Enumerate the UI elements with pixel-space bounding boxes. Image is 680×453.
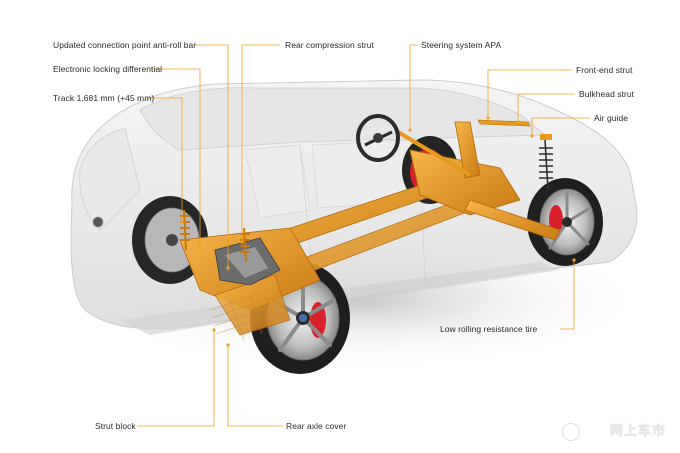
front-strut-top [540, 134, 552, 140]
label-rear-axle-cover: Rear axle cover [286, 421, 347, 431]
watermark: 网上车市 [609, 423, 666, 438]
label-front-end-strut: Front-end strut [576, 65, 633, 75]
label-low-rolling-resistance-tire: Low rolling resistance tire [440, 324, 538, 334]
car-body-ghost [70, 79, 638, 335]
front-coil-strut [539, 139, 553, 191]
steering-assembly [356, 114, 472, 177]
watermark-logo-icon [562, 423, 580, 441]
rear-drive-unit [214, 237, 281, 286]
label-electronic-locking-differential: Electronic locking differential [53, 64, 163, 74]
brand-badge [92, 216, 104, 228]
label-anti-roll-bar-connection: Updated connection point anti-roll bar [53, 40, 197, 50]
label-strut-block: Strut block [95, 421, 136, 431]
leader-endpoints [180, 116, 576, 347]
label-bulkhead-strut: Bulkhead strut [579, 89, 635, 99]
label-air-guide: Air guide [594, 113, 628, 123]
rear-axle-cover-mesh [209, 289, 283, 341]
front-near-wheel [527, 178, 603, 266]
label-steering-system-apa: Steering system APA [421, 40, 502, 50]
label-track-width: Track 1,681 mm (+45 mm) [53, 93, 155, 103]
label-rear-compression-strut: Rear compression strut [285, 40, 374, 50]
rear-coil-struts [180, 209, 250, 263]
bulkhead-strut-bar [477, 119, 531, 127]
leader-lines [137, 44, 590, 427]
